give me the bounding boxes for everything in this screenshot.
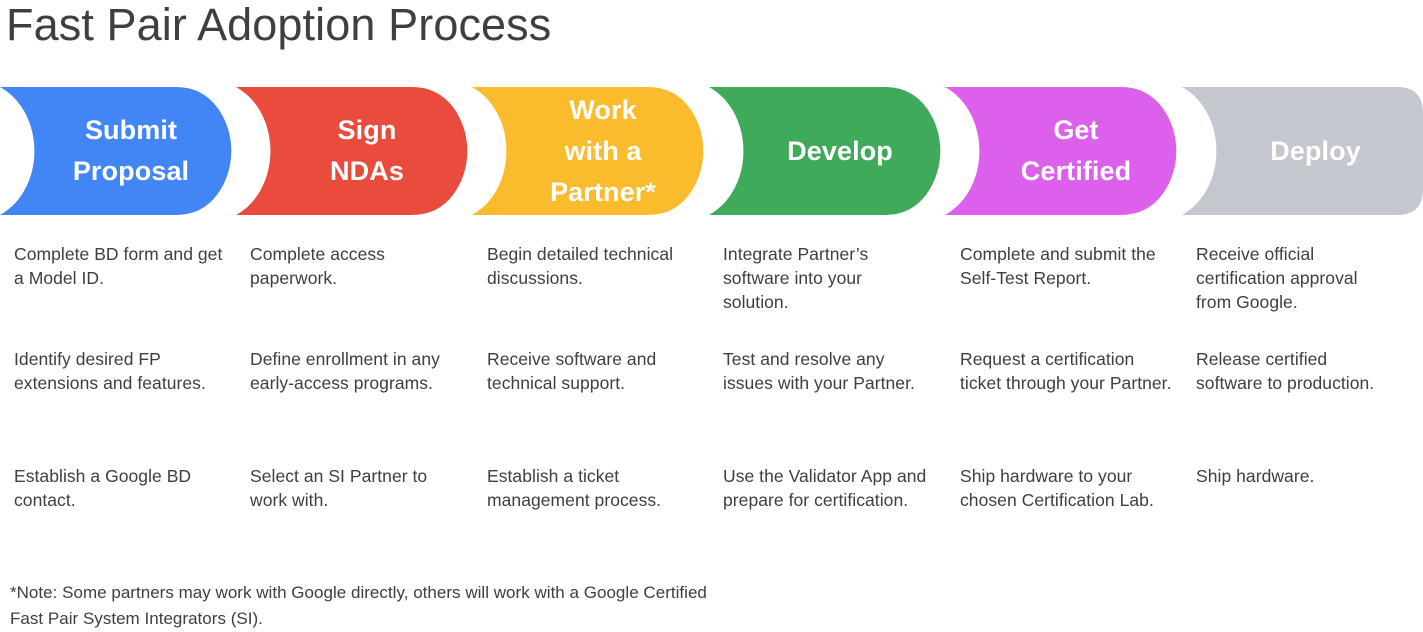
process-step-sign-ndas[interactable]: Sign NDAs [236,87,472,215]
process-step-label-deploy: Deploy [1270,135,1361,166]
process-step-label-get-certified: Get Certified [1020,115,1132,186]
process-step-shape-develop [709,87,945,215]
detail-item: Complete BD form and get a Model ID. [14,244,223,288]
detail-item: Complete and submit the Self-Test Report… [960,244,1156,288]
detail-item: Test and resolve any issues with your Pa… [723,349,915,393]
detail-item: Release certified software to production… [1196,349,1375,393]
detail-item: Ship hardware. [1196,466,1315,486]
process-step-work-with-a-partner[interactable]: Work with a Partner* [472,87,708,215]
detail-item: Integrate Partner’s software into your s… [723,244,869,312]
detail-item: Begin detailed technical discussions. [487,244,674,288]
process-chevron-banner: Submit Proposal Sign NDAs Work with a Part… [0,87,1423,215]
process-step-submit-proposal[interactable]: Submit Proposal [0,87,236,215]
detail-item: Identify desired FP extensions and featu… [14,349,206,393]
process-step-deploy[interactable]: Deploy [1182,87,1423,215]
process-step-label-submit-proposal: Submit Proposal [72,115,190,186]
detail-item: Establish a Google BD contact. [14,466,192,510]
detail-item: Select an SI Partner to work with. [250,466,428,510]
process-step-shape-get-certified [945,87,1181,215]
detail-item: Define enrollment in any early-access pr… [250,349,440,393]
detail-item: Ship hardware to your chosen Certificati… [960,466,1154,510]
process-step-shape-sign-ndas [236,87,472,215]
process-step-label-develop: Develop [787,135,893,166]
detail-item: Receive official certification approval … [1196,244,1358,312]
page-title: Fast Pair Adoption Process [6,0,552,50]
footnote-note: *Note: Some partners may work with Googl… [10,583,707,628]
detail-item: Use the Validator App and prepare for ce… [723,466,927,510]
process-step-shape-submit-proposal [0,87,236,215]
process-step-label-sign-ndas: Sign NDAs [330,115,404,186]
process-step-label-work-with-a-partner: Work with a Partner* [550,94,656,207]
detail-item: Receive software and technical support. [487,349,657,393]
detail-item: Request a certification ticket through y… [960,349,1172,393]
process-step-get-certified[interactable]: Get Certified [945,87,1181,215]
process-step-develop[interactable]: Develop [709,87,945,215]
process-step-shape-work-with-a-partner [472,87,708,215]
detail-item: Establish a ticket management process. [487,466,662,510]
detail-item: Complete access paperwork. [250,244,385,288]
process-step-shape-deploy [1182,87,1423,215]
